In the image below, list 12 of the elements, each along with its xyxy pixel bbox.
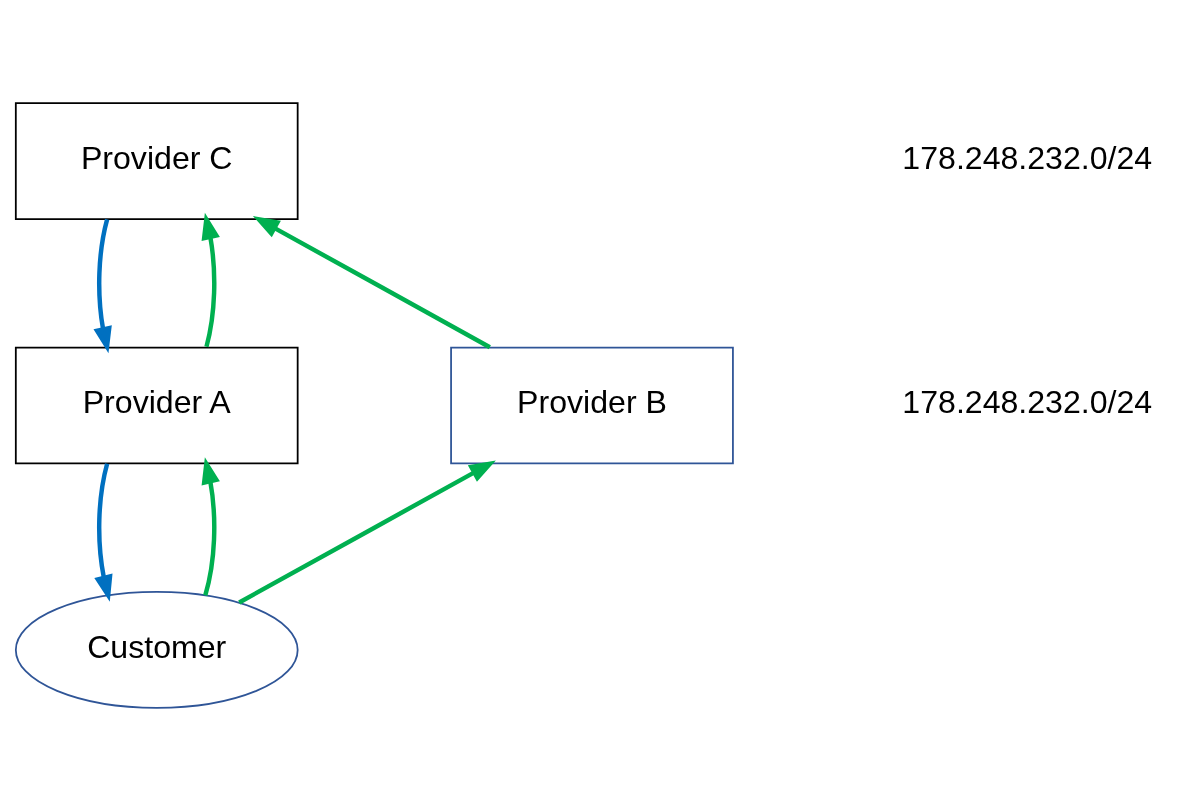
node-ellipse: Customer xyxy=(14,590,299,709)
arrow xyxy=(238,459,496,604)
arrow xyxy=(201,212,220,347)
node-box: Provider B xyxy=(450,346,734,464)
label: 178.248.232.0/24 xyxy=(902,383,1153,420)
label: 178.248.232.0/24 xyxy=(902,139,1153,176)
arrow xyxy=(252,215,491,349)
arrow xyxy=(93,218,112,353)
arrow xyxy=(201,456,220,596)
node-box: Provider A xyxy=(14,346,299,464)
node-box: Provider C xyxy=(14,101,299,220)
arrow xyxy=(94,462,113,602)
